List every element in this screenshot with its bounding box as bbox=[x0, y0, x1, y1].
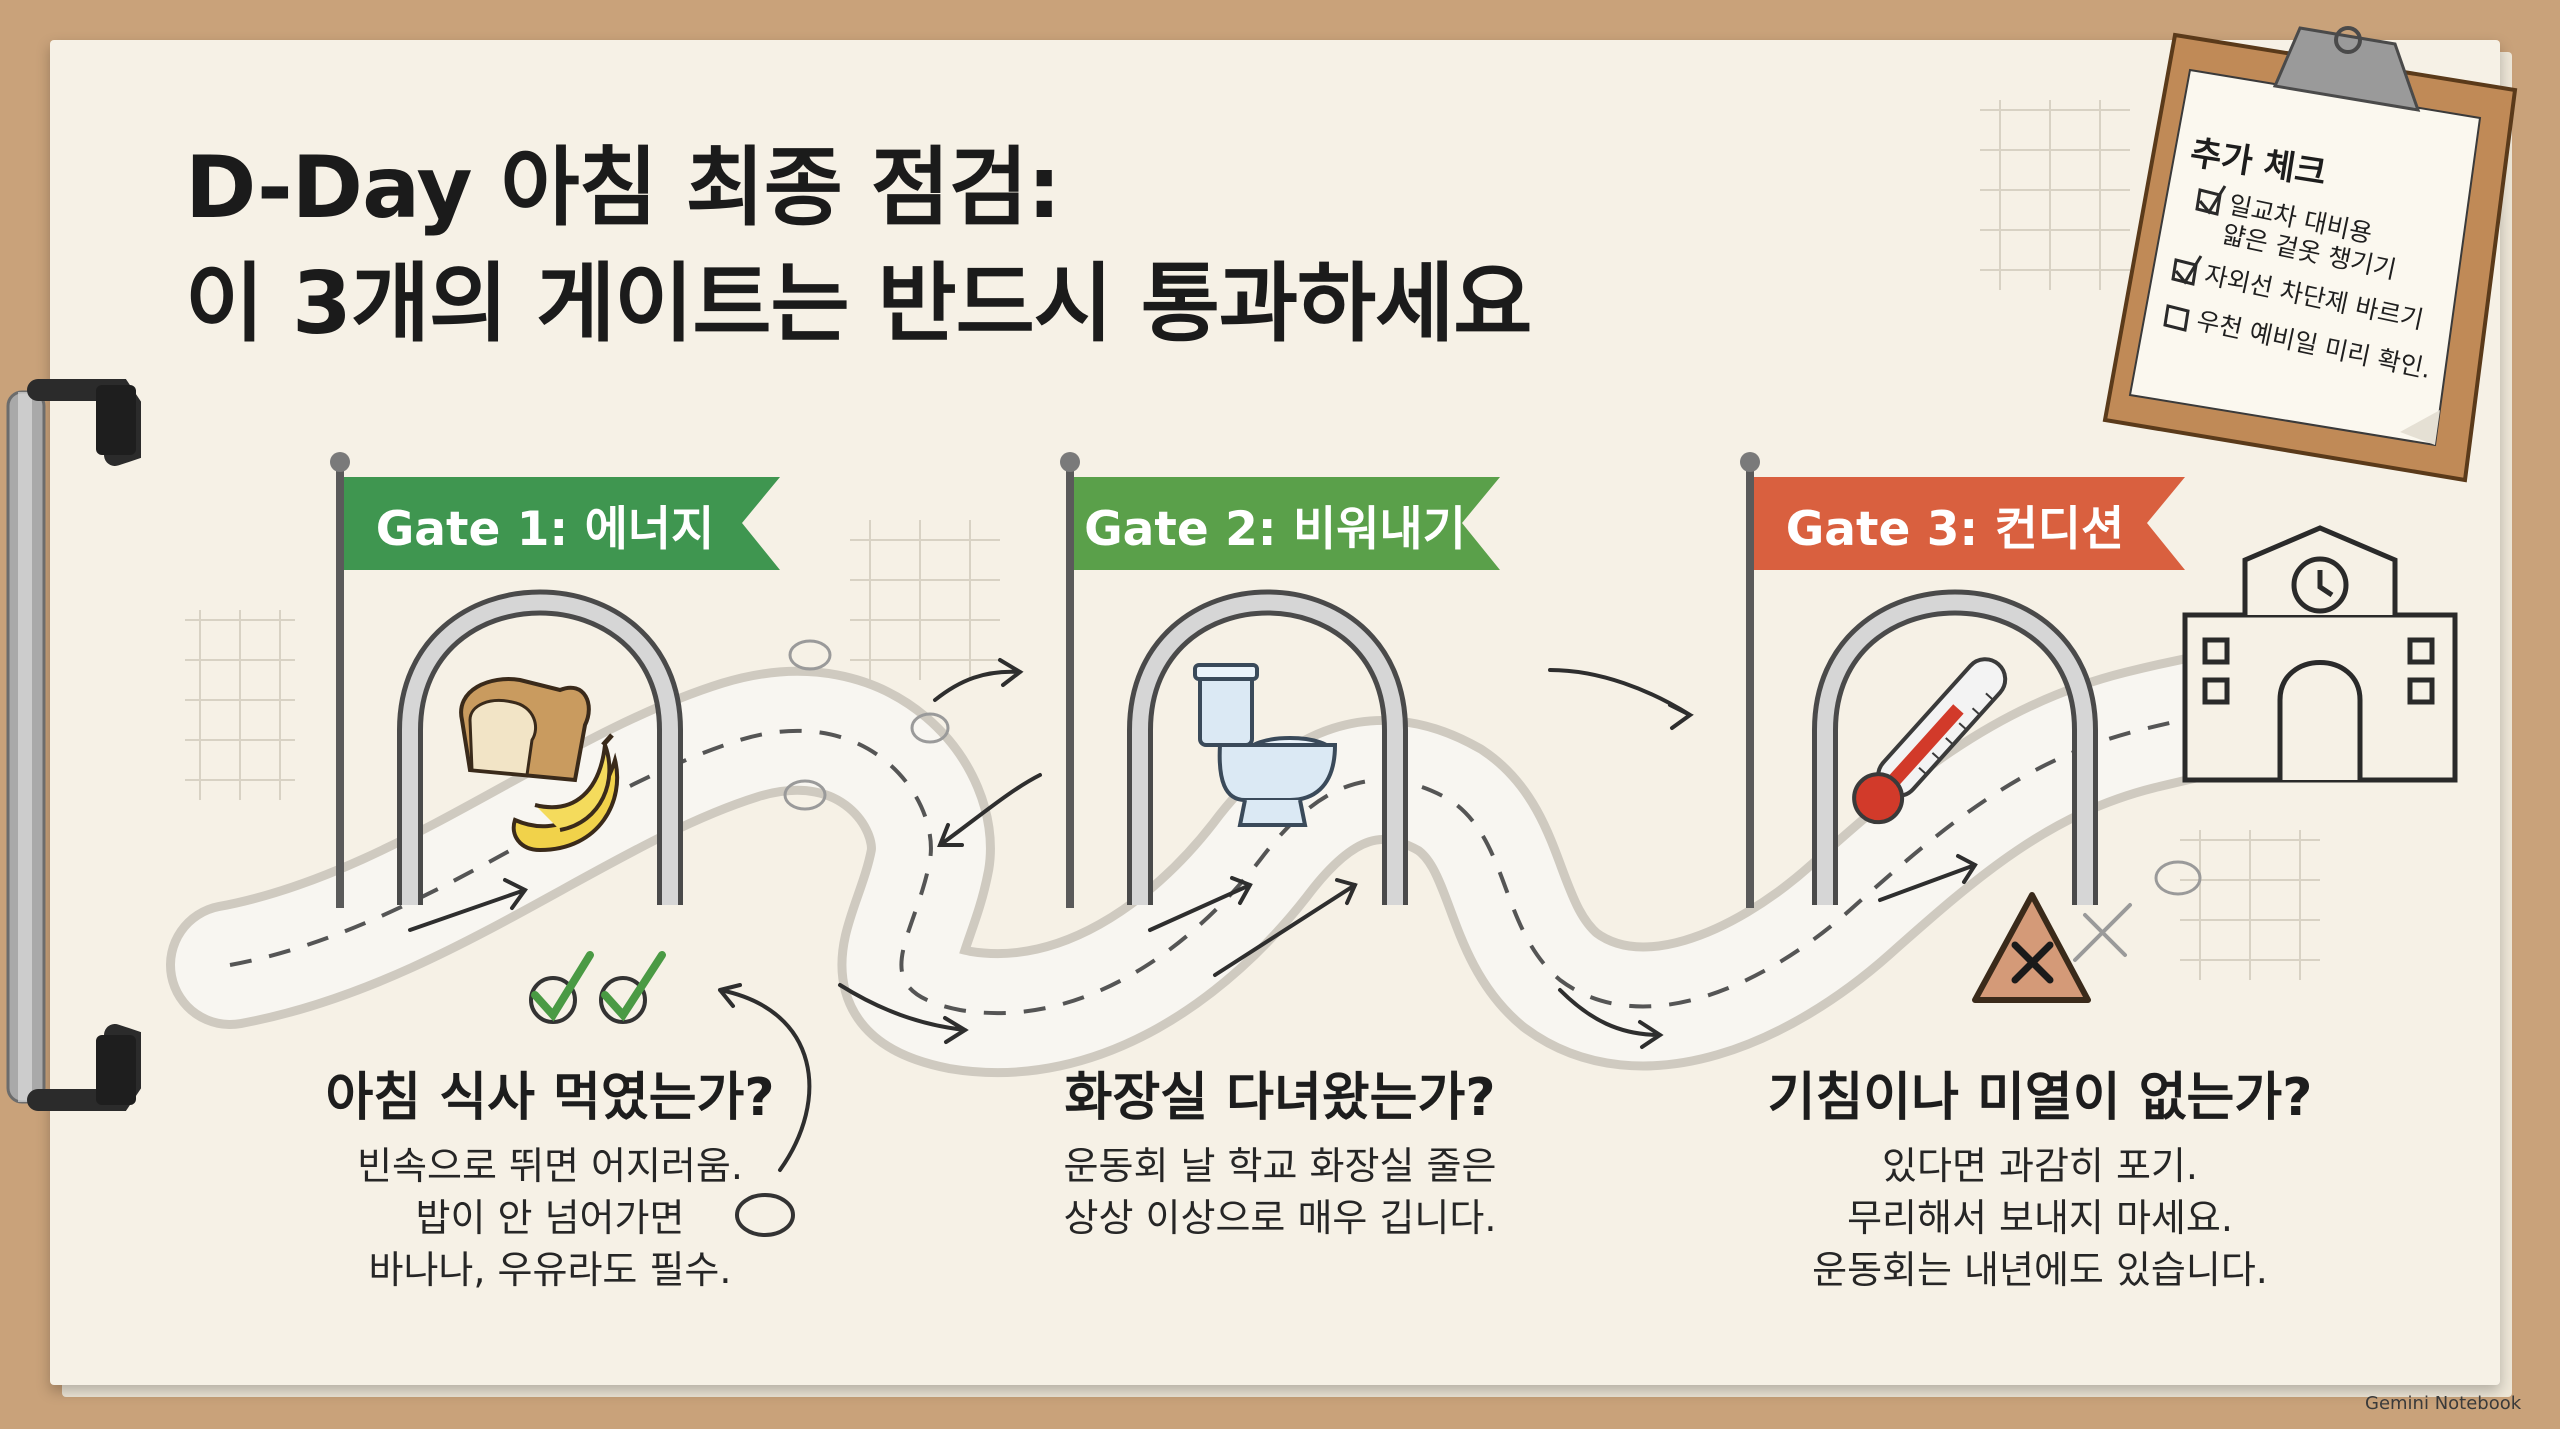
gate-3-desc-line: 운동회는 내년에도 있습니다. bbox=[1812, 1248, 2268, 1292]
gate-3-desc-line: 무리해서 보내지 마세요. bbox=[1847, 1196, 2233, 1240]
gate-2-question: 화장실 다녀왔는가? bbox=[1064, 1068, 1496, 1128]
gate-1-desc-line: 빈속으로 뛰면 어지러움. bbox=[357, 1144, 743, 1188]
gate-3-flag bbox=[1754, 477, 2185, 570]
page-title: D-Day 아침 최종 점검: 이 3개의 게이트는 반드시 통과하세요 bbox=[185, 130, 1885, 362]
gate-2-flag bbox=[1074, 477, 1500, 570]
thermometer-icon bbox=[1852, 657, 2008, 825]
gate-2-desc-line: 운동회 날 학교 화장실 줄은 bbox=[1063, 1144, 1497, 1188]
gate-1-flag bbox=[344, 477, 780, 570]
banana-icon bbox=[511, 733, 620, 853]
gate-arch-1 bbox=[397, 589, 683, 905]
page-title-line-1: D-Day 아침 최종 점검: bbox=[185, 138, 1061, 238]
gate-3-question: 기침이나 미열이 없는가? bbox=[1767, 1068, 2313, 1128]
gate-1-question: 아침 식사 먹였는가? bbox=[325, 1068, 775, 1128]
warning-sign-icon bbox=[1972, 892, 2132, 1003]
gate-2-description: 운동회 날 학교 화장실 줄은 상상 이상으로 매우 깁니다. bbox=[980, 1140, 1580, 1244]
watermark: Gemini Notebook bbox=[2365, 1393, 2522, 1414]
page-title-line-2: 이 3개의 게이트는 반드시 통과하세요 bbox=[185, 254, 1532, 354]
gate-arch-3 bbox=[1812, 589, 2098, 905]
gate-3-label: Gate 3: 컨디션 bbox=[1785, 502, 2125, 557]
sketch-grid-decoration bbox=[185, 100, 2320, 980]
gate-1-desc-line: 바나나, 우유라도 필수. bbox=[368, 1248, 732, 1292]
direction-arrow-icon bbox=[408, 658, 1978, 1172]
gate-1-desc-line: 밥이 안 넘어가면 bbox=[415, 1196, 685, 1240]
flag-pole-knobs bbox=[330, 452, 1760, 472]
toilet-icon bbox=[1193, 663, 1338, 827]
gate-3-description: 있다면 과감히 포기. 무리해서 보내지 마세요. 운동회는 내년에도 있습니다… bbox=[1710, 1140, 2370, 1296]
gate-2-label: Gate 2: 비워내기 bbox=[1084, 502, 1466, 557]
bread-icon bbox=[459, 677, 591, 783]
gate-1-label: Gate 1: 에너지 bbox=[375, 502, 715, 557]
checkmark-icon bbox=[529, 951, 666, 1024]
school-building-icon bbox=[2182, 525, 2458, 783]
sketch-circle-decoration bbox=[735, 639, 2202, 1237]
gate-arch-2 bbox=[1127, 589, 1408, 905]
flag-poles bbox=[336, 465, 1754, 908]
note-clipboard bbox=[2102, 26, 2518, 483]
gate-3-desc-line: 있다면 과감히 포기. bbox=[1882, 1144, 2198, 1188]
gate-2-desc-line: 상상 이상으로 매우 깁니다. bbox=[1063, 1196, 1497, 1240]
binder-clip-icon bbox=[6, 379, 141, 1111]
gate-1-description: 빈속으로 뛰면 어지러움. 밥이 안 넘어가면 바나나, 우유라도 필수. bbox=[250, 1140, 850, 1296]
